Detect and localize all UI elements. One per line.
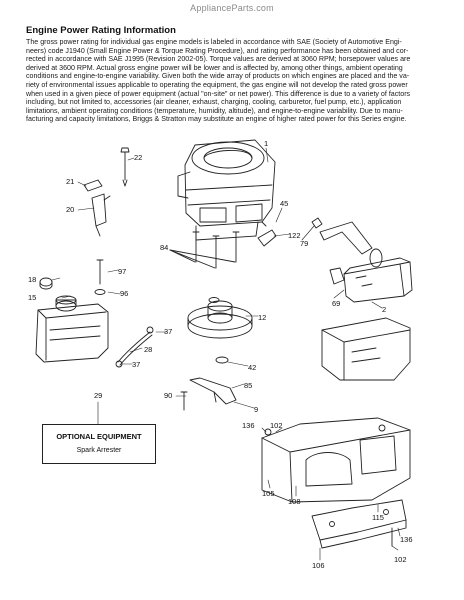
paragraph-line: when used in a given piece of power equi… <box>26 89 411 98</box>
callout-79: 79 <box>300 239 308 248</box>
callout-9: 9 <box>254 405 258 414</box>
paragraph-line: derived at 3600 RPM. Actual gross engine… <box>26 63 403 72</box>
callout-136-lower: 136 <box>400 535 413 544</box>
callout-106: 106 <box>312 561 325 570</box>
optional-equipment-item: Spark Arrester <box>76 447 122 454</box>
bracket-drawing <box>257 221 277 247</box>
callout-102-lower: 102 <box>394 555 407 564</box>
callout-labels: 1 22 21 20 45 122 79 84 97 18 96 15 12 3… <box>28 139 413 570</box>
callout-84: 84 <box>160 243 168 252</box>
optional-equipment-heading: OPTIONAL EQUIPMENT <box>56 432 142 441</box>
throttle-bracket-drawing <box>83 179 111 237</box>
paragraph-line: rected in accordance with SAE J1995 (Rev… <box>26 55 411 64</box>
callout-42: 42 <box>248 363 256 372</box>
callout-69: 69 <box>332 299 340 308</box>
fuel-cap-drawing <box>39 277 53 290</box>
leader-lines <box>51 147 401 561</box>
optional-equipment-box: OPTIONAL EQUIPMENT Spark Arrester <box>42 424 156 464</box>
callout-37-upper: 37 <box>164 327 172 336</box>
callout-105: 105 <box>262 489 275 498</box>
paragraph-line: The gross power rating for individual ga… <box>26 38 402 46</box>
engine-mount-drawing <box>261 417 411 503</box>
paragraph-line: riety of environmental issues applicable… <box>26 80 408 89</box>
callout-18: 18 <box>28 275 36 284</box>
paragraph-line: facturing and capacity limitations, Brig… <box>26 115 407 124</box>
paragraph-line: conditions and engine-to-engine variabil… <box>26 72 410 81</box>
dipstick-drawing <box>120 147 130 187</box>
tank-bolt-drawing <box>94 259 106 295</box>
engine-bolts-drawing <box>169 231 240 269</box>
callout-21: 21 <box>66 177 74 186</box>
page-title: Engine Power Rating Information <box>26 25 176 36</box>
side-plate-drawing <box>311 499 407 549</box>
callout-29: 29 <box>94 391 102 400</box>
callout-108: 108 <box>288 497 301 506</box>
engine-drawing <box>177 139 276 241</box>
belt-guide-drawing <box>180 356 237 411</box>
pulley-drawing <box>187 297 253 339</box>
callout-12: 12 <box>258 313 266 322</box>
callout-136-upper: 136 <box>242 421 255 430</box>
muffler-drawing <box>311 217 413 303</box>
fuel-tank-drawing <box>35 295 109 363</box>
callout-45: 45 <box>280 199 288 208</box>
callout-15: 15 <box>28 293 36 302</box>
callout-115: 115 <box>372 513 384 522</box>
paragraph-line: including, but not limited to, accessori… <box>26 98 402 107</box>
callout-20: 20 <box>66 205 74 214</box>
callout-2: 2 <box>382 305 386 314</box>
callout-102-upper: 102 <box>270 421 283 430</box>
callout-90: 90 <box>164 391 172 400</box>
callout-85: 85 <box>244 381 252 390</box>
callout-28: 28 <box>144 345 152 354</box>
callout-97: 97 <box>118 267 126 276</box>
rating-paragraph: The gross power rating for individual ga… <box>26 38 446 124</box>
engine-plate-drawing <box>321 317 411 381</box>
watermark: ApplianceParts.com <box>190 3 274 13</box>
callout-96: 96 <box>120 289 128 298</box>
callout-1: 1 <box>264 139 268 148</box>
callout-37-lower: 37 <box>132 360 140 369</box>
fuel-line-drawing <box>115 326 154 368</box>
callout-22: 22 <box>134 153 142 162</box>
paragraph-line: limitations, ambient operating condition… <box>26 106 403 115</box>
paragraph-line: neers) code J1940 (Small Engine Power & … <box>26 46 409 55</box>
callout-122: 122 <box>288 231 301 240</box>
